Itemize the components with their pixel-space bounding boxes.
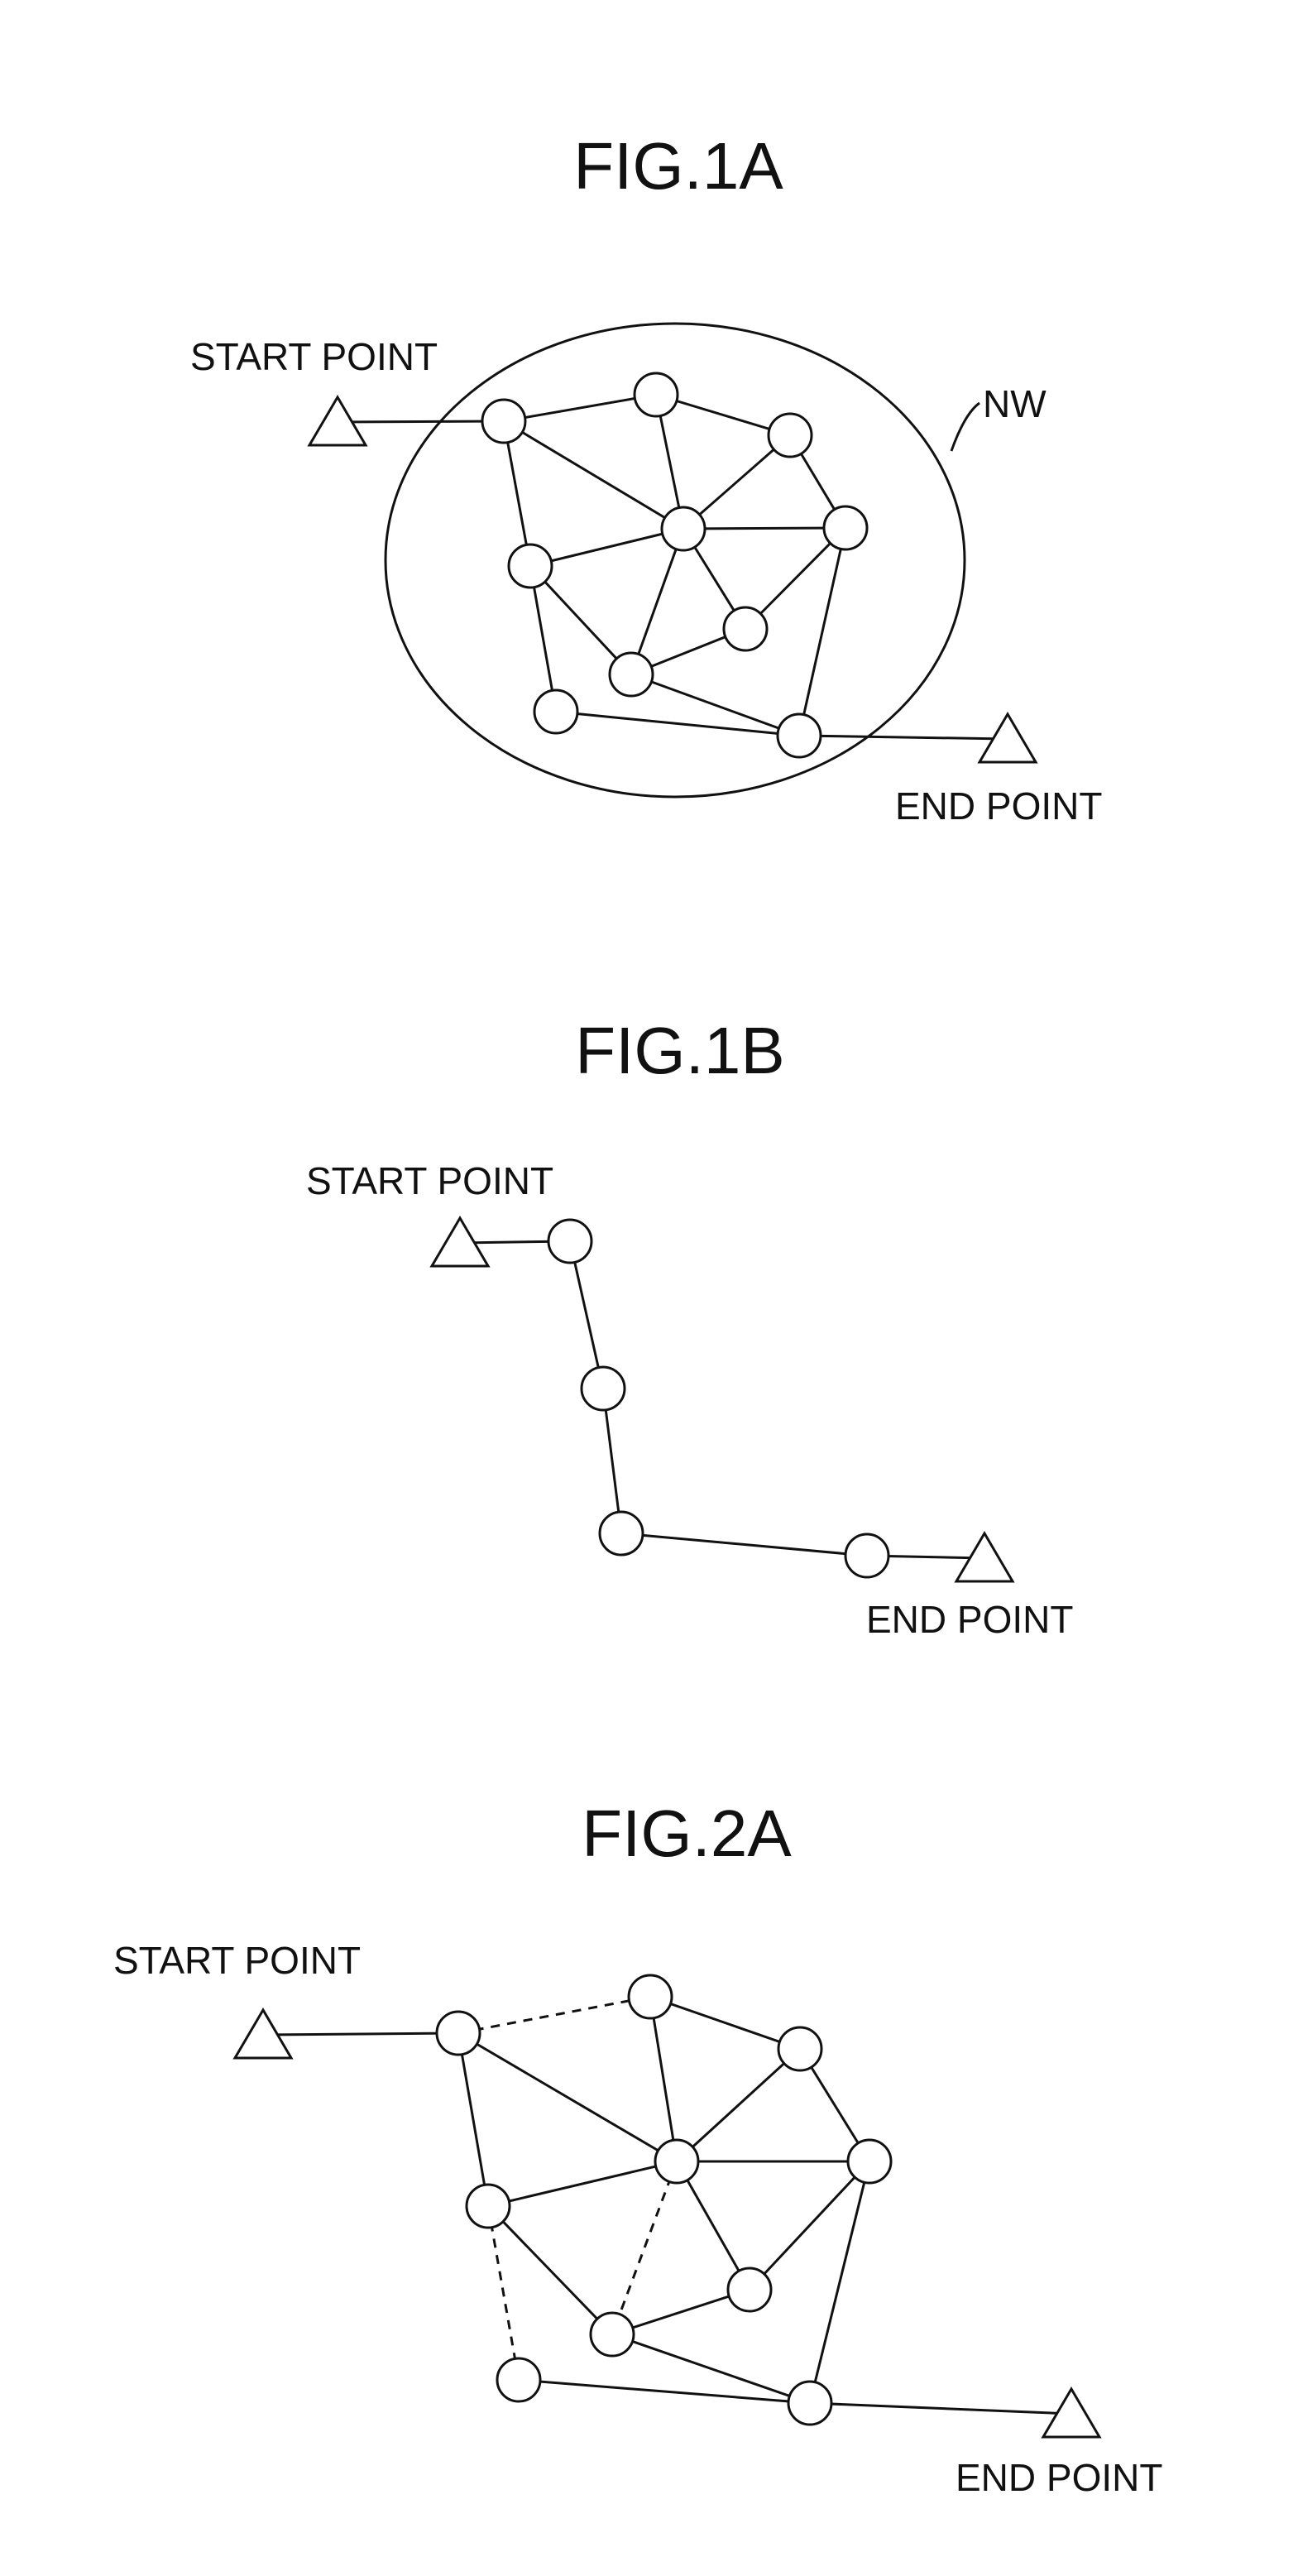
node-p4 xyxy=(845,1534,888,1577)
edge-start-n1 xyxy=(263,2033,458,2035)
edge-p3-p4 xyxy=(621,1533,867,1556)
edge-n2-n3 xyxy=(650,1997,800,2049)
node-n5 xyxy=(655,2140,698,2183)
edge-n6-n5 xyxy=(488,2161,677,2206)
edge-n9-n10 xyxy=(519,2380,810,2403)
figure-1b-title: FIG.1B xyxy=(575,1014,784,1087)
node-n6 xyxy=(509,544,552,588)
edge-n10-end xyxy=(810,2403,1071,2414)
node-n4 xyxy=(848,2140,891,2183)
node-n9 xyxy=(534,690,577,733)
node-n8 xyxy=(610,653,653,696)
figure-1a: FIG.1A NW START POINT END POINT xyxy=(190,129,1102,827)
edge-n6-n5 xyxy=(530,529,683,566)
edge-n5-n8-dashed xyxy=(612,2161,677,2334)
edge-n10-end xyxy=(799,736,1008,739)
edge-n5-n8 xyxy=(631,529,683,674)
node-n3 xyxy=(778,2027,821,2070)
node-n10 xyxy=(778,714,821,757)
start-point-label: START POINT xyxy=(113,1939,361,1982)
node-n1 xyxy=(437,2012,480,2055)
edge-n4-n10 xyxy=(799,528,845,736)
edge-n4-n10 xyxy=(810,2161,869,2403)
node-n10 xyxy=(788,2382,831,2425)
edge-n2-n5 xyxy=(650,1997,677,2161)
edge-n4-n7 xyxy=(750,2161,869,2290)
end-point-label: END POINT xyxy=(895,784,1102,827)
node-n4 xyxy=(824,506,867,549)
network-label-leader xyxy=(951,403,979,451)
node-n9 xyxy=(497,2358,540,2401)
figure-2a-title: FIG.2A xyxy=(582,1796,792,1870)
start-point-label: START POINT xyxy=(190,335,438,378)
edge-n4-n5 xyxy=(683,528,845,529)
node-n2 xyxy=(635,373,678,416)
edge-n3-n5 xyxy=(677,2049,800,2161)
start-point-label: START POINT xyxy=(306,1159,553,1202)
node-p2 xyxy=(582,1367,625,1410)
edge-n6-n8 xyxy=(488,2206,612,2334)
node-n8 xyxy=(591,2313,634,2356)
figure-1b: FIG.1B START POINT END POINT xyxy=(306,1014,1073,1641)
node-p1 xyxy=(548,1220,592,1263)
node-n6 xyxy=(467,2185,510,2228)
node-n7 xyxy=(724,607,767,650)
edge-n8-n10 xyxy=(612,2334,810,2403)
node-n1 xyxy=(482,400,525,443)
figure-2a: FIG.2A START POINT END POINT xyxy=(113,1796,1162,2499)
edge-n1-n2 xyxy=(504,395,656,421)
node-n7 xyxy=(728,2268,771,2311)
network-label: NW xyxy=(983,382,1047,425)
edge-n1-n6 xyxy=(458,2033,488,2206)
edge-n1-n5 xyxy=(504,421,683,529)
node-n5 xyxy=(662,507,705,550)
edge-start-n1 xyxy=(338,421,504,422)
node-p3 xyxy=(600,1512,643,1555)
node-n3 xyxy=(769,414,812,457)
edge-n1-n2-dashed xyxy=(458,1997,650,2033)
end-point-label: END POINT xyxy=(956,2456,1162,2499)
edge-n1-n5 xyxy=(458,2033,677,2161)
node-n2 xyxy=(629,1975,672,2018)
figure-1a-title: FIG.1A xyxy=(573,129,783,203)
end-point-label: END POINT xyxy=(866,1598,1073,1641)
